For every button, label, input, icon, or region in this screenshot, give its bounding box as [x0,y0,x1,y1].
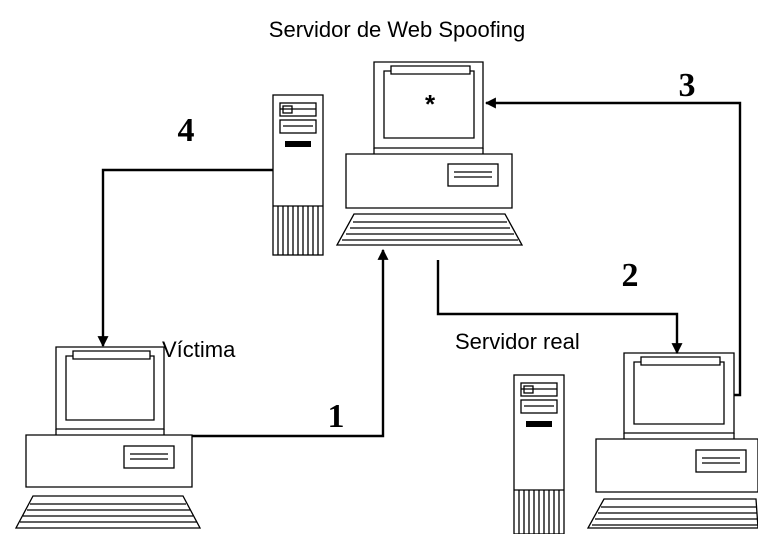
attacker-server-computer: * [335,61,524,246]
desktop-computer-icon [335,61,524,246]
victim-computer [14,346,202,529]
tower-server-icon [272,94,324,256]
arrow-step-4 [97,168,273,348]
arrow-step-2 [436,260,683,355]
desktop-computer-icon [14,346,202,529]
step-3-label: 3 [679,67,696,104]
desktop-computer-icon [586,352,758,529]
real-server-label: Servidor real [455,329,580,354]
tower-server-icon [513,374,565,534]
arrow-step-1 [192,248,389,438]
step-2-label: 2 [622,257,639,294]
real-server-computer [586,352,758,529]
attacker-server-title: Servidor de Web Spoofing [269,17,525,42]
step-4-label: 4 [178,112,195,149]
screen-marker: * [425,89,436,119]
victim-label: Víctima [162,337,236,362]
step-1-label: 1 [328,398,345,435]
arrow-step-3 [484,97,742,397]
